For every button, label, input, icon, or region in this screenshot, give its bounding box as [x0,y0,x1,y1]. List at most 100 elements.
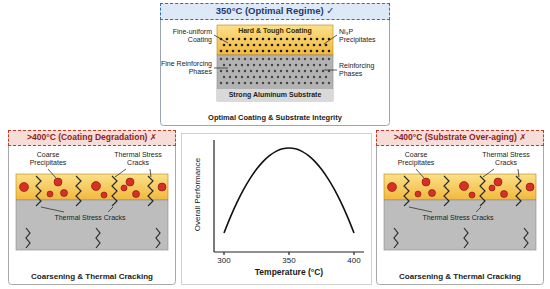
precipitate-dot [223,64,225,66]
precipitate-dot [250,38,253,41]
precipitate-dot [298,70,300,72]
precipitate-dot [232,82,234,84]
precipitate-dot [325,64,327,66]
precipitate-dot [250,70,252,72]
precipitate-dot [265,76,267,78]
coarse-precipitate [415,191,421,197]
performance-curve [224,148,354,233]
thermal-crack [524,228,528,248]
leader-line [48,169,56,178]
precipitate-dot [292,82,294,84]
precipitate-dot [241,64,243,66]
leader-line [115,169,126,177]
tick-mark [353,252,354,255]
precipitate-dot [256,50,259,53]
leader-line [41,207,64,212]
coarse-precipitate [429,190,436,197]
precipitate-dot [277,76,279,78]
precipitate-dot [301,64,303,66]
precipitate-dot [262,70,264,72]
leader-line [324,35,337,44]
substrate-layer: Strong Aluminum Substrate [217,55,333,101]
precipitate-dot [268,38,271,41]
precipitate-dot [271,64,273,66]
precipitate-dot [250,58,252,60]
precipitate-dot [256,58,258,60]
axis-title: Overall Performance [193,140,202,250]
coarse-precipitate [422,178,430,186]
axis-title: Temperature (°C) [239,268,339,278]
precipitate-dot [268,58,270,60]
coarse-precipitate [158,183,166,191]
precipitate-dot [307,44,310,47]
precipitate-dot [226,82,228,84]
coarse-precipitate [20,183,29,192]
coarse-precipitate [54,178,62,186]
precipitate-dot [247,44,250,47]
precipitate-dot [319,76,321,78]
precipitate-dot [292,38,295,41]
precipitate-dot [304,58,306,60]
leader-line [214,35,228,43]
precipitate-dot [262,58,264,60]
precipitate-dot [283,76,285,78]
precipitate-dot [238,82,240,84]
precipitate-dot [325,76,327,78]
precipitate-dot [277,64,279,66]
precipitate-dot [271,76,273,78]
precipitate-dot [310,58,312,60]
precipitate-dot [304,82,306,84]
leader-line [483,169,494,177]
precipitate-dot [298,50,301,53]
precipitate-dot [259,44,262,47]
chart-axes [214,140,364,255]
coarse-precipitate [388,183,397,192]
precipitate-dot [328,50,331,53]
precipitate-dot [328,82,330,84]
callout-label: Ni₃P Precipitates [339,28,387,44]
coarse-precipitate [61,190,68,197]
coarse-precipitate [501,191,508,198]
thermal-crack [112,176,117,206]
thermal-crack [148,176,153,206]
precipitate-dot [280,82,282,84]
precipitate-dot [268,82,270,84]
precipitate-dot [232,38,235,41]
precipitate-dot [289,64,291,66]
precipitate-dot [253,44,256,47]
callout-label: Coarse Precipitates [388,151,444,167]
coarse-precipitate [469,192,475,198]
precipitate-dot [262,38,265,41]
coarse-precipitate [133,191,140,198]
precipitate-dot [328,58,330,60]
leader-lines [214,35,337,70]
leader-line [108,207,113,212]
precipitate-dot [286,70,288,72]
precipitate-dot [235,44,238,47]
precipitate-dot [265,44,268,47]
precipitate-dot [238,58,240,60]
callout-label: Thermal Stress Cracks [474,151,538,167]
precipitate-dot [310,38,313,41]
coarse-precipitate [47,191,53,197]
panel-footer: Coarsening & Thermal Cracking [376,272,544,281]
precipitate-dot [322,58,324,60]
precipitate-dot [298,38,301,41]
precipitate-dot [289,44,292,47]
precipitate-dot [298,82,300,84]
callout-label: Thermal Stress Cracks [420,214,495,222]
precipitate-dot [250,82,252,84]
precipitate-dot [316,82,318,84]
precipitate-dot [310,50,313,53]
precipitate-dot [238,38,241,41]
precipitate-dot [295,44,298,47]
precipitate-dot [274,70,276,72]
precipitate-dot [304,70,306,72]
coarse-precipitate [460,182,469,191]
leader-line [324,70,337,71]
coating-layer: Hard & Tough Coating [217,25,333,55]
precipitate-dot [307,64,309,66]
precipitate-dot [256,70,258,72]
leader-line [214,68,228,69]
precipitate-dot [316,70,318,72]
